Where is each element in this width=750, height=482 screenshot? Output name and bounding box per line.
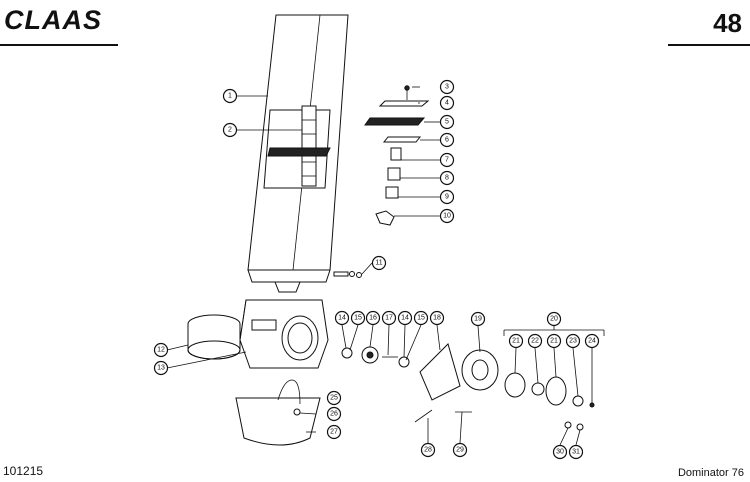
svg-text:19: 19 bbox=[474, 316, 482, 323]
callout-20: 20 bbox=[546, 311, 562, 327]
svg-text:9: 9 bbox=[445, 194, 449, 201]
svg-text:26: 26 bbox=[330, 411, 338, 418]
svg-text:24: 24 bbox=[588, 338, 596, 345]
callout-7: 7 bbox=[439, 152, 455, 168]
svg-text:16: 16 bbox=[369, 315, 377, 322]
callout-13: 13 bbox=[153, 360, 169, 376]
callout-15a: 15 bbox=[350, 310, 366, 326]
svg-text:20: 20 bbox=[550, 316, 558, 323]
callout-25: 25 bbox=[326, 390, 342, 406]
svg-text:18: 18 bbox=[433, 315, 441, 322]
callout-19: 19 bbox=[470, 311, 486, 327]
svg-text:11: 11 bbox=[375, 260, 382, 267]
svg-text:3: 3 bbox=[445, 84, 449, 91]
svg-text:13: 13 bbox=[157, 365, 165, 372]
svg-text:15: 15 bbox=[417, 315, 425, 322]
callout-6: 6 bbox=[439, 132, 455, 148]
callout-10: 10 bbox=[439, 208, 455, 224]
svg-text:17: 17 bbox=[385, 315, 393, 322]
callout-21a: 21 bbox=[508, 333, 524, 349]
callout-26: 26 bbox=[326, 406, 342, 422]
elevator-tube bbox=[247, 14, 349, 293]
svg-text:31: 31 bbox=[572, 449, 580, 456]
callout-14a: 14 bbox=[334, 310, 350, 326]
callout-18: 18 bbox=[429, 310, 445, 326]
svg-text:1: 1 bbox=[228, 93, 232, 100]
header-rule-left bbox=[0, 44, 118, 46]
callout-5: 5 bbox=[439, 114, 455, 130]
callout-21b: 21 bbox=[546, 333, 562, 349]
model-name: Dominator 76 bbox=[677, 467, 744, 479]
drawing-code: 101215 bbox=[3, 464, 44, 478]
callout-15b: 15 bbox=[413, 310, 429, 326]
svg-text:23: 23 bbox=[569, 338, 577, 345]
svg-text:15: 15 bbox=[354, 315, 362, 322]
svg-text:27: 27 bbox=[330, 429, 338, 436]
svg-text:22: 22 bbox=[531, 338, 539, 345]
svg-text:CLAAS: CLAAS bbox=[4, 5, 102, 35]
upper-hardware bbox=[333, 85, 430, 278]
svg-text:28: 28 bbox=[424, 447, 432, 454]
shaft-parts bbox=[341, 343, 595, 431]
callout-11: 11 bbox=[371, 255, 387, 271]
callout-9: 9 bbox=[439, 189, 455, 205]
svg-text:2: 2 bbox=[228, 127, 232, 134]
callout-27: 27 bbox=[326, 424, 342, 440]
svg-text:6: 6 bbox=[445, 137, 449, 144]
callout-24: 24 bbox=[584, 333, 600, 349]
svg-text:10: 10 bbox=[443, 213, 451, 220]
callout-8: 8 bbox=[439, 170, 455, 186]
svg-text:30: 30 bbox=[556, 449, 564, 456]
svg-text:12: 12 bbox=[157, 347, 165, 354]
callout-22: 22 bbox=[527, 333, 543, 349]
svg-text:29: 29 bbox=[456, 447, 464, 454]
svg-text:14: 14 bbox=[338, 315, 346, 322]
svg-text:8: 8 bbox=[445, 175, 449, 182]
lower-housing bbox=[187, 299, 329, 446]
claas-logo: CLAAS bbox=[4, 5, 102, 35]
callout-29: 29 bbox=[452, 442, 468, 458]
svg-text:4: 4 bbox=[445, 100, 449, 107]
callout-23: 23 bbox=[565, 333, 581, 349]
svg-text:14: 14 bbox=[401, 315, 409, 322]
callout-3: 3 bbox=[439, 79, 455, 95]
callout-14b: 14 bbox=[397, 310, 413, 326]
svg-text:21: 21 bbox=[550, 338, 558, 345]
callout-1: 1 bbox=[222, 88, 238, 104]
page-number: 48 bbox=[713, 8, 742, 38]
svg-text:7: 7 bbox=[445, 157, 449, 164]
svg-text:21: 21 bbox=[512, 338, 520, 345]
svg-text:5: 5 bbox=[445, 119, 449, 126]
leader-lines bbox=[166, 86, 605, 446]
callout-12: 12 bbox=[153, 342, 169, 358]
callout-16: 16 bbox=[365, 310, 381, 326]
callout-31: 31 bbox=[568, 444, 584, 460]
callout-30: 30 bbox=[552, 444, 568, 460]
callout-2: 2 bbox=[222, 122, 238, 138]
header-rule-right bbox=[668, 44, 750, 46]
callout-28: 28 bbox=[420, 442, 436, 458]
svg-text:25: 25 bbox=[330, 395, 338, 402]
callout-4: 4 bbox=[439, 95, 455, 111]
callout-17: 17 bbox=[381, 310, 397, 326]
